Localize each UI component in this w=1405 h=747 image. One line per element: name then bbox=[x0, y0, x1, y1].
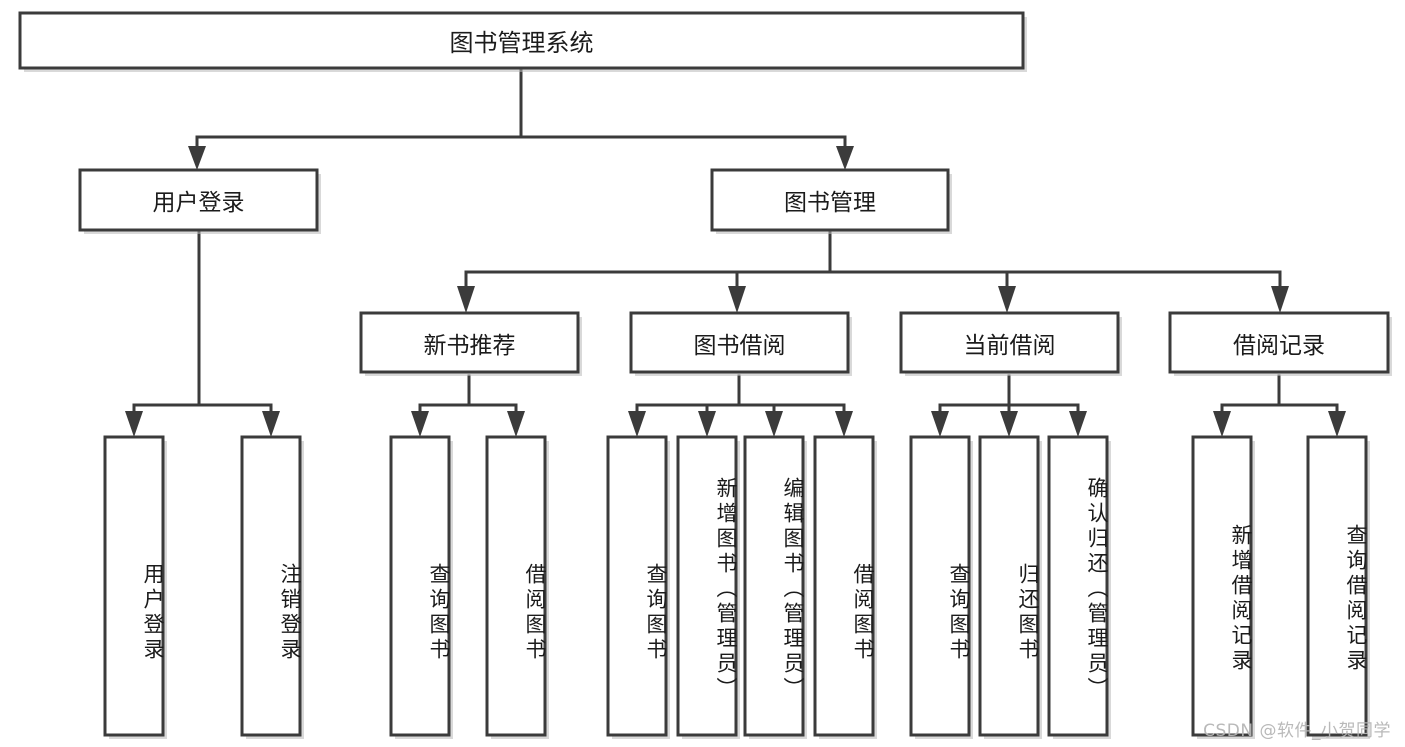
arrow-head-icon bbox=[188, 146, 206, 170]
arrow-head-icon bbox=[1213, 411, 1231, 437]
node-book-borrow[interactable] bbox=[629, 311, 852, 376]
arrow-head-icon bbox=[698, 411, 716, 437]
node-book-management[interactable] bbox=[710, 168, 952, 234]
arrow-head-icon bbox=[728, 286, 746, 313]
arrow-head-icon bbox=[1069, 411, 1087, 437]
node-leaf[interactable] bbox=[1047, 435, 1111, 739]
connector-newbook-to-leaves bbox=[411, 374, 525, 437]
arrow-head-icon bbox=[836, 146, 854, 170]
node-borrow-record[interactable] bbox=[1168, 311, 1392, 376]
node-leaf[interactable] bbox=[1306, 435, 1370, 739]
node-leaf[interactable] bbox=[103, 435, 167, 739]
arrow-head-icon bbox=[628, 411, 646, 437]
arrow-head-icon bbox=[765, 411, 783, 437]
csdn-watermark: CSDN @软件_小贺同学 bbox=[1203, 721, 1391, 741]
connector-currentborrow-to-leaves bbox=[931, 374, 1087, 437]
arrow-head-icon bbox=[1328, 411, 1346, 437]
arrow-head-icon bbox=[125, 411, 143, 437]
node-leaf[interactable] bbox=[389, 435, 453, 739]
node-leaf[interactable] bbox=[676, 435, 740, 739]
node-leaf[interactable] bbox=[485, 435, 549, 739]
node-user-login[interactable] bbox=[78, 168, 321, 234]
node-leaf[interactable] bbox=[743, 435, 807, 739]
connector-borrowrecord-to-leaves bbox=[1213, 374, 1346, 437]
node-leaf[interactable] bbox=[1191, 435, 1255, 739]
arrow-head-icon bbox=[507, 411, 525, 437]
connector-bookborrow-to-leaves bbox=[628, 374, 853, 437]
arrow-head-icon bbox=[457, 286, 475, 313]
connector-root-to-level1 bbox=[188, 67, 854, 170]
arrow-head-icon bbox=[411, 411, 429, 437]
node-leaf[interactable] bbox=[909, 435, 973, 739]
arrow-head-icon bbox=[931, 411, 949, 437]
node-current-borrow[interactable] bbox=[899, 311, 1122, 376]
arrow-head-icon bbox=[998, 286, 1016, 313]
arrow-head-icon bbox=[262, 411, 280, 437]
node-leaf[interactable] bbox=[978, 435, 1042, 739]
node-root[interactable] bbox=[18, 11, 1027, 72]
node-leaf[interactable] bbox=[813, 435, 877, 739]
node-leaf[interactable] bbox=[240, 435, 304, 739]
connector-userlogin-to-leaves bbox=[125, 231, 280, 437]
connector-bookmgmt-to-level2 bbox=[457, 231, 1289, 313]
node-new-book-recommend[interactable] bbox=[359, 311, 582, 376]
arrow-head-icon bbox=[1271, 286, 1289, 313]
node-leaf[interactable] bbox=[606, 435, 670, 739]
arrow-head-icon bbox=[835, 411, 853, 437]
arrow-head-icon bbox=[1000, 411, 1018, 437]
